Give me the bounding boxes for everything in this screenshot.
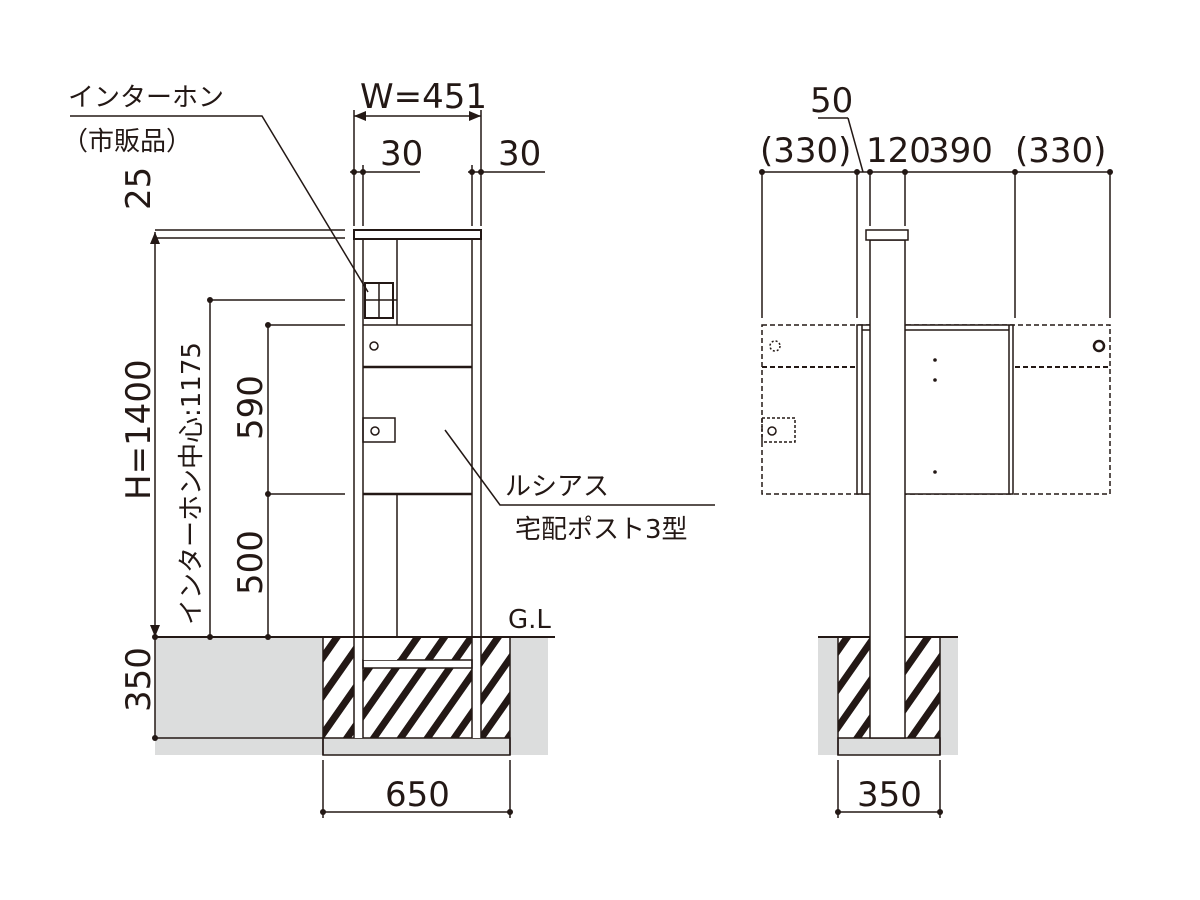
top-cap (353, 229, 482, 240)
height-dim: H=1400 (119, 359, 159, 500)
product-type: 宅配ポスト3型 (515, 515, 688, 545)
side-foundation-width-dim: 350 (857, 775, 922, 815)
front-view (70, 110, 715, 818)
width-dim: W=451 (360, 77, 487, 117)
dim-left-330: (330) (760, 131, 851, 171)
key-hole-icon (369, 341, 379, 351)
right-post-dim: 30 (498, 134, 541, 174)
dim-right-330: (330) (1015, 131, 1106, 171)
foundation (323, 637, 510, 738)
side-dim-markers (759, 169, 1113, 815)
ground-level-label: G.L (508, 605, 551, 635)
upper-dim: 590 (231, 375, 271, 440)
lower-dim: 500 (231, 530, 271, 595)
cap-dim: 25 (119, 167, 159, 210)
foundation-width-dim: 650 (385, 775, 450, 815)
dim-120: 120 (866, 131, 931, 171)
side-top-cap (865, 229, 909, 241)
lock-panel (362, 417, 396, 443)
dim-markers (150, 111, 513, 815)
intercom-note: （市販品） (62, 127, 192, 157)
dim-390: 390 (928, 131, 993, 171)
side-view (761, 117, 1111, 818)
product-name: ルシアス (505, 472, 609, 502)
intercom-label: インターホン (68, 83, 224, 113)
depth-dim: 350 (119, 647, 159, 712)
intercom-center-dim: インターホン中心:1175 (177, 342, 207, 625)
side-post (869, 239, 906, 739)
dim-50: 50 (810, 81, 853, 121)
left-post-dim: 30 (380, 134, 423, 174)
